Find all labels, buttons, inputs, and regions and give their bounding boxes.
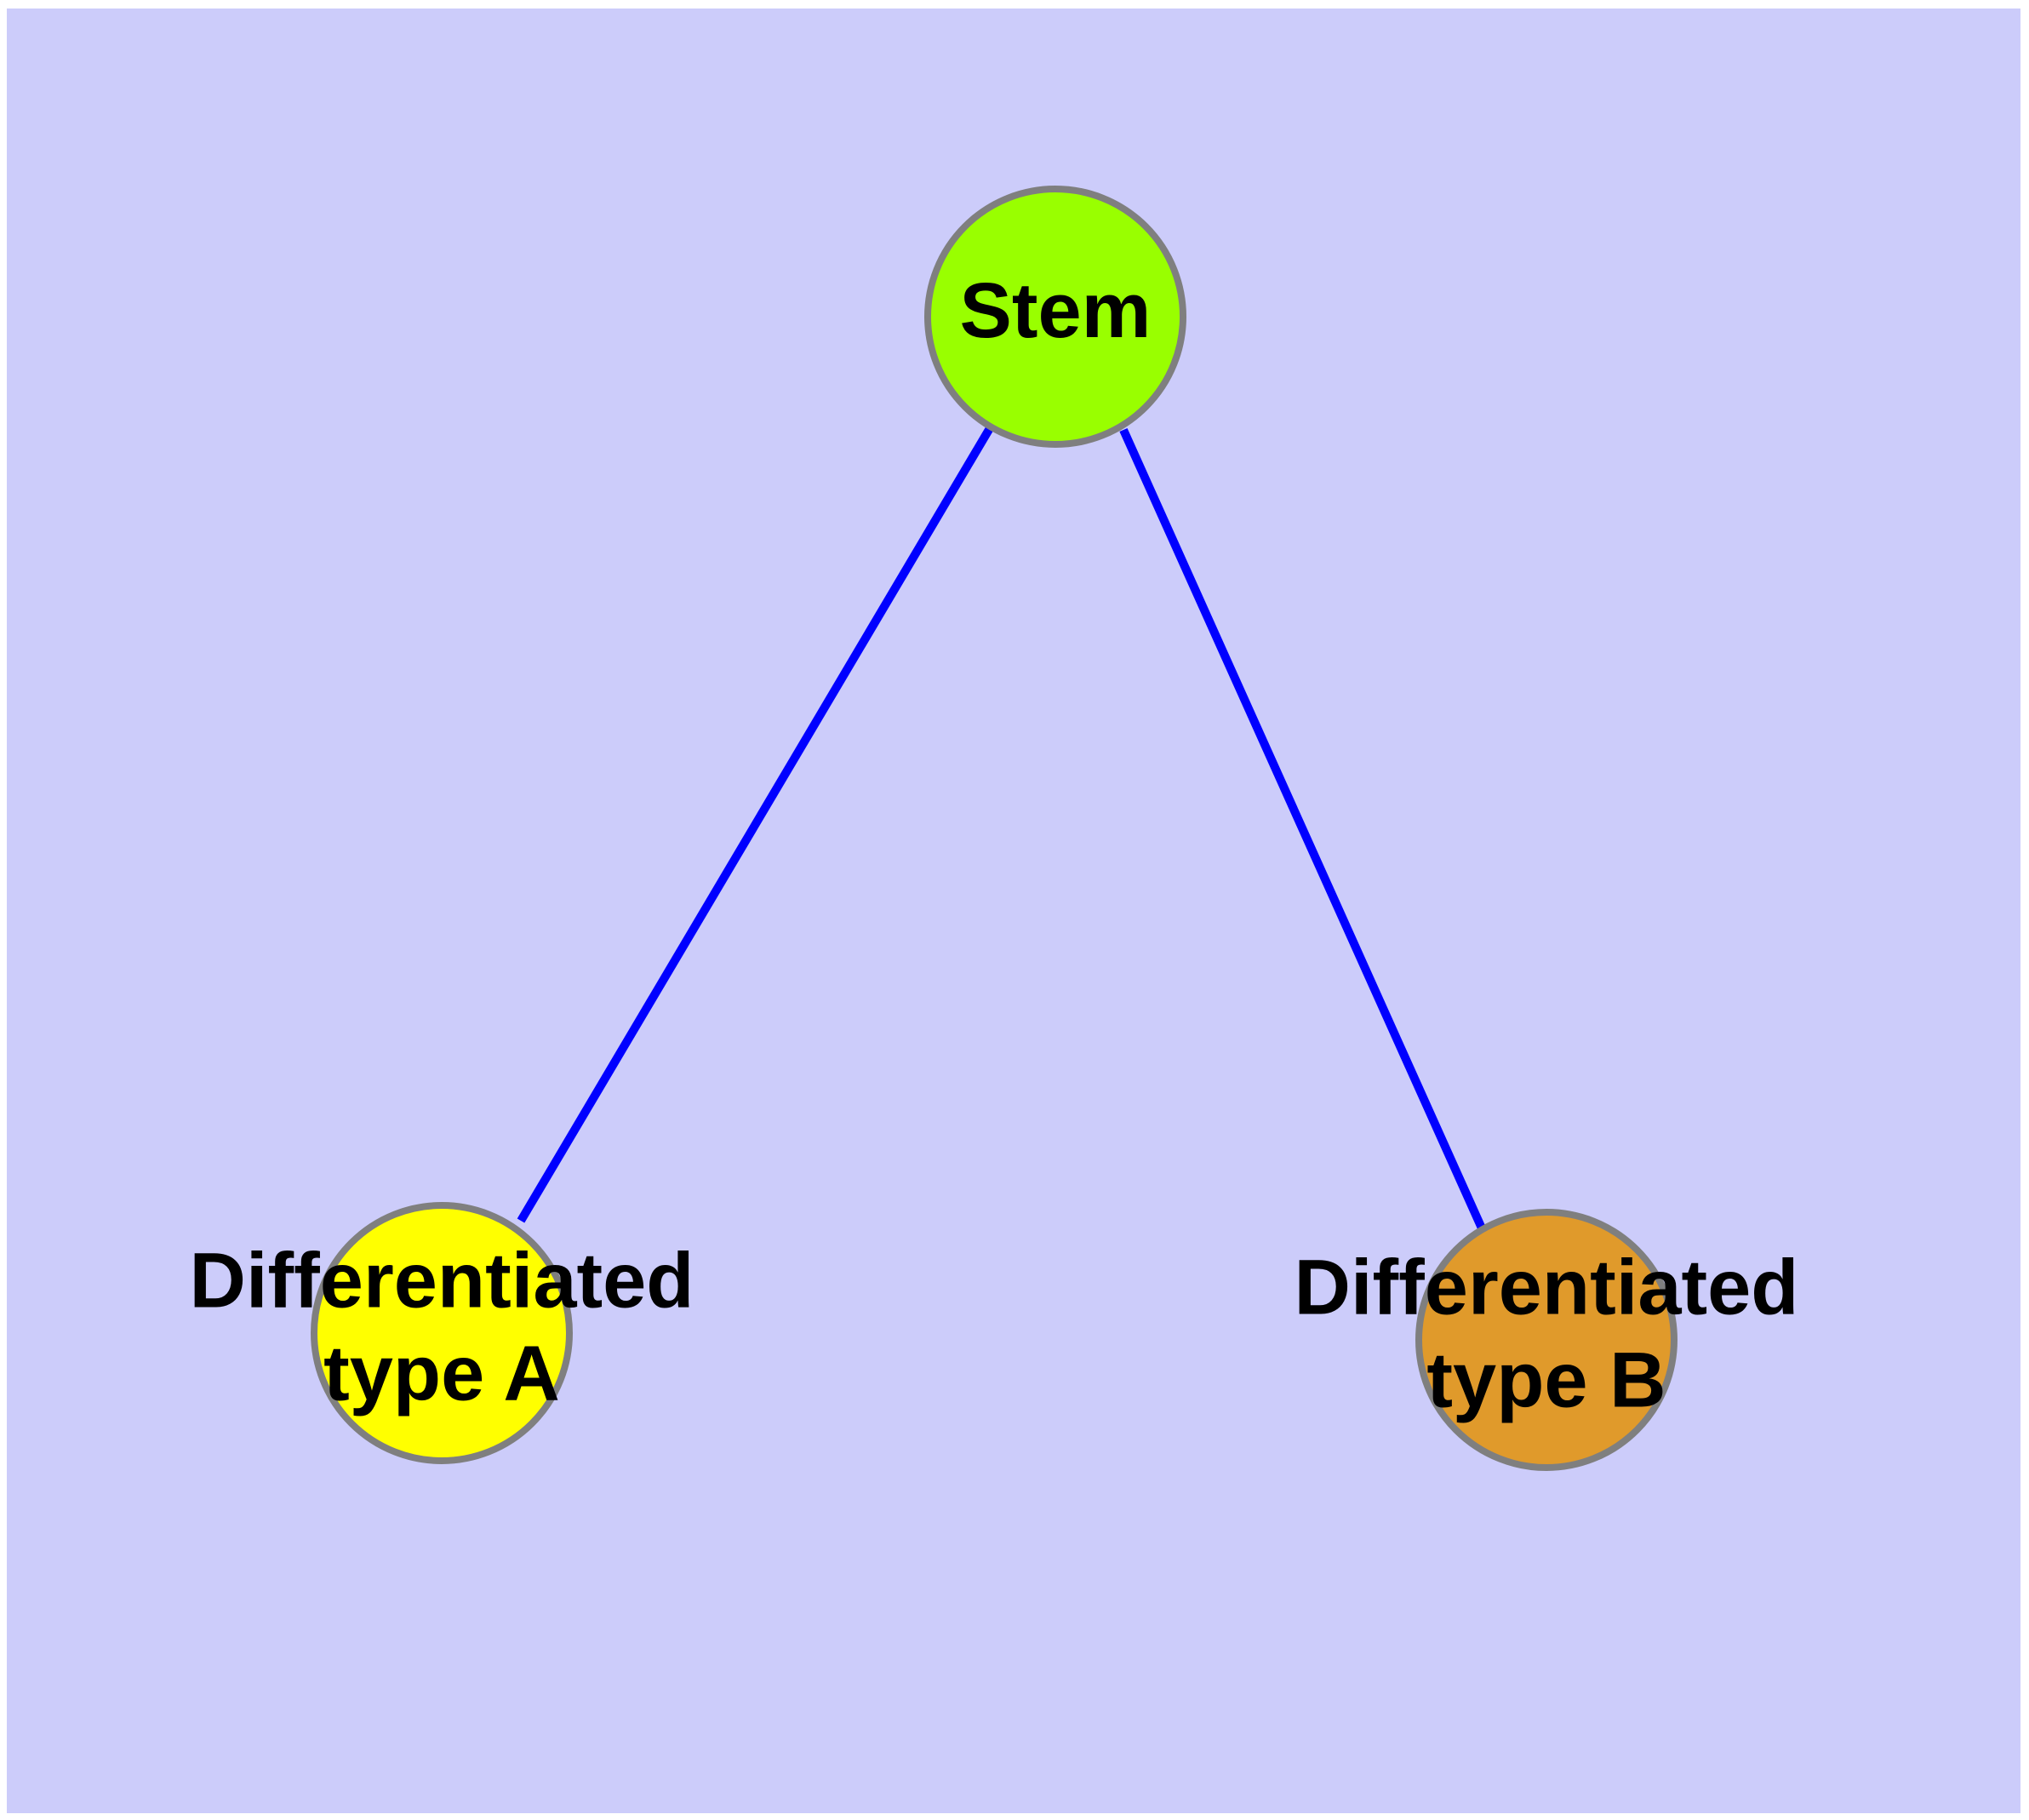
node-stem-circle[interactable] <box>924 186 1186 448</box>
edge-stem-to-differentiated-type-b[interactable] <box>1119 427 1487 1233</box>
node-differentiated-type-a-circle[interactable] <box>311 1202 573 1464</box>
node-stem[interactable]: Stem <box>924 186 1186 448</box>
edge-stem-to-differentiated-type-a[interactable] <box>517 426 994 1223</box>
node-differentiated-type-b-circle[interactable] <box>1415 1209 1677 1471</box>
edges-layer <box>517 426 1487 1233</box>
node-stem-label: Stem <box>960 267 1152 354</box>
